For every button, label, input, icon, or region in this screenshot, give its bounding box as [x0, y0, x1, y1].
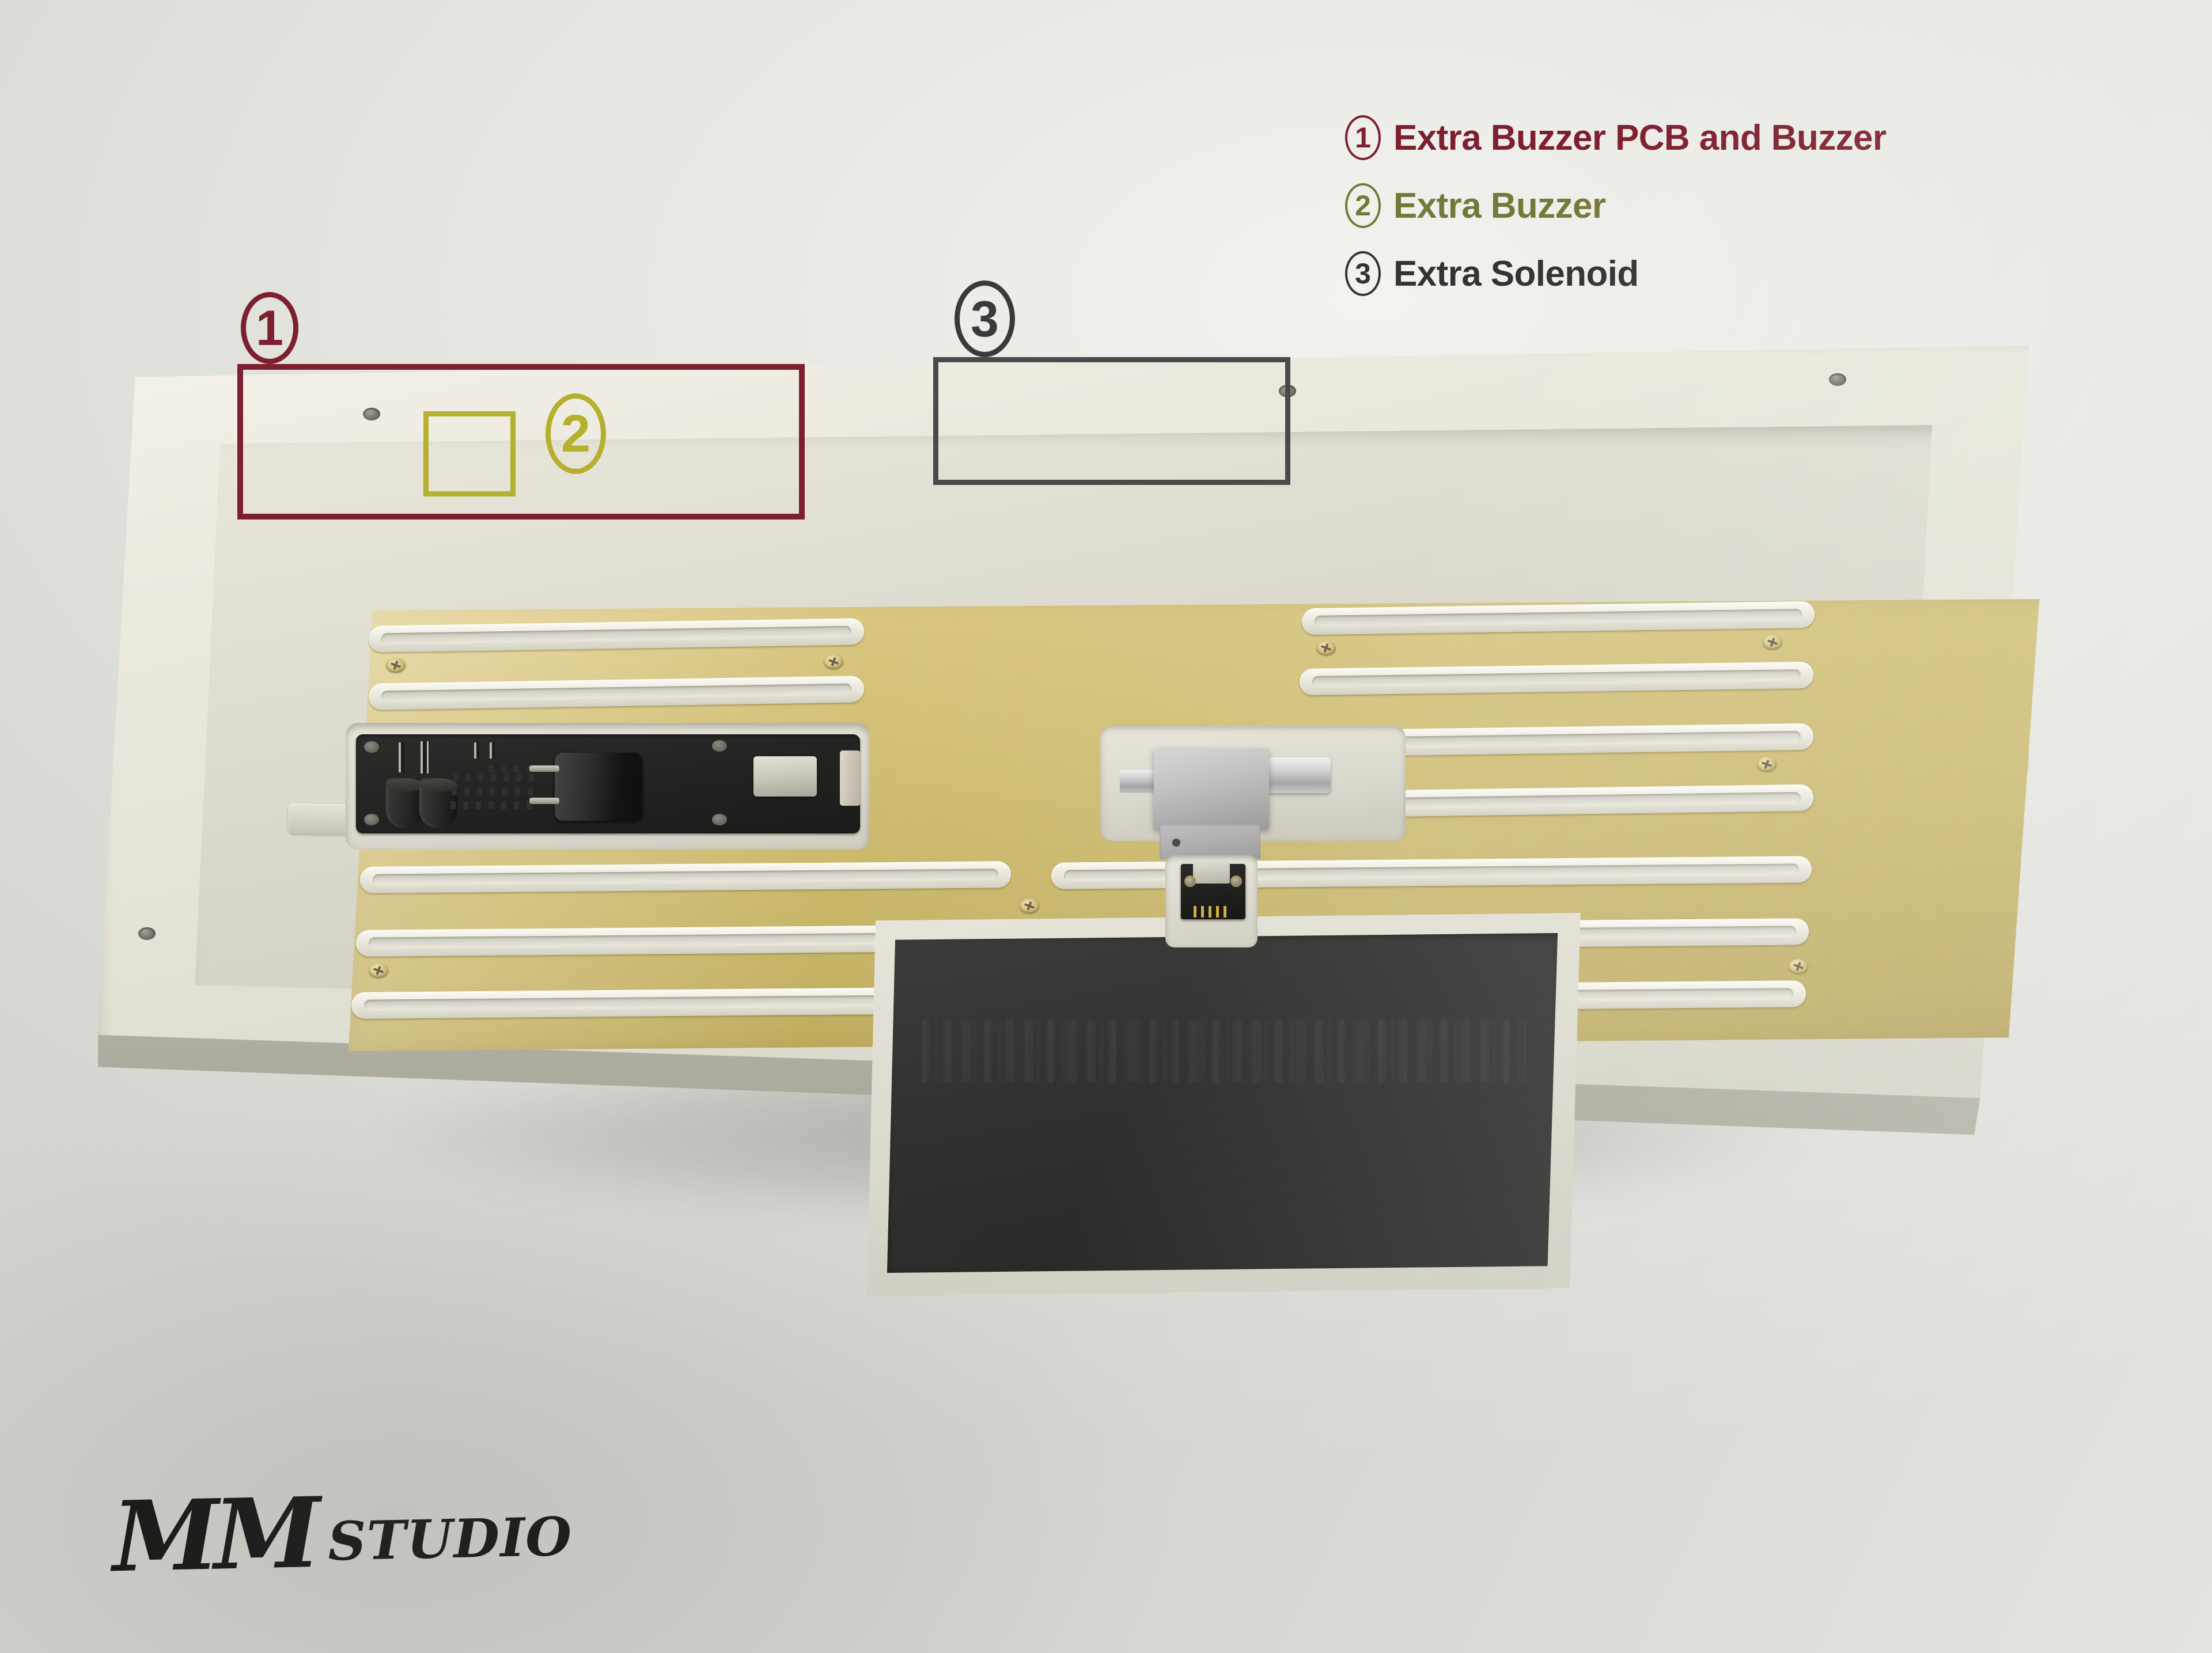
usbc-daughterboard	[1181, 860, 1245, 919]
vent-slot	[1293, 784, 1813, 818]
frame-screw-hole	[1279, 385, 1296, 397]
center-dark-panel	[887, 933, 1558, 1273]
vent-slot	[363, 739, 864, 774]
pcb-pin-header	[474, 742, 479, 759]
plate-screw	[1757, 757, 1777, 772]
buzzer-pcb	[356, 734, 860, 833]
vent-slot	[1046, 980, 1806, 1014]
legend-row-3: 3 Extra Solenoid	[1345, 251, 2036, 296]
plate-screw	[1763, 635, 1782, 650]
annotation-badge-3: 3	[955, 280, 1015, 357]
pcb-mount-hole	[364, 814, 379, 825]
molded-rib	[1584, 805, 1884, 837]
pcb-smd-row	[488, 765, 558, 772]
annotation-box-2	[423, 411, 516, 496]
pcb-capacitor	[419, 778, 457, 828]
plate-screw	[1789, 959, 1808, 974]
frame-screw-hole	[1302, 973, 1319, 986]
vent-slot	[358, 797, 865, 831]
usb-c-connector	[1193, 860, 1230, 884]
legend-label-2: Extra Buzzer	[1393, 185, 1606, 226]
pcb-usb-port	[753, 756, 817, 797]
center-panel-frame	[867, 913, 1581, 1296]
watermark-monogram: MM	[111, 1476, 317, 1594]
vent-slot	[1051, 856, 1812, 889]
frame-screw-hole	[1878, 953, 1895, 966]
legend-row-1: 1 Extra Buzzer PCB and Buzzer	[1345, 115, 2036, 160]
pcb-capacitor	[386, 778, 424, 828]
annotation-badge-1: 1	[241, 292, 298, 364]
vent-slot	[369, 676, 864, 710]
plate-screw	[824, 654, 843, 669]
studio-watermark: MM STUDIO	[111, 1476, 573, 1594]
frame-screw-hole	[363, 408, 380, 420]
legend-label-3: Extra Solenoid	[1393, 253, 1639, 294]
solenoid-plunger-left	[1120, 770, 1161, 793]
pcb-pin-header	[421, 741, 429, 774]
legend-label-1: Extra Buzzer PCB and Buzzer	[1393, 117, 1887, 158]
pcb-smd-row	[453, 774, 539, 782]
plate-screw	[379, 779, 399, 794]
pcb-mount-hole	[712, 740, 727, 752]
frame-screw-hole	[726, 953, 743, 966]
vent-slot	[356, 924, 1007, 957]
molded-rib	[1417, 723, 1855, 754]
pcb-smd-row	[450, 801, 539, 809]
watermark-wordmark: STUDIO	[327, 1505, 573, 1573]
legend-number-1: 1	[1345, 115, 1381, 160]
molded-rib	[674, 813, 881, 847]
molded-rib	[899, 719, 1175, 755]
plate-screw	[1310, 761, 1330, 776]
solenoid-mount-bracket	[1100, 726, 1406, 841]
frame-screw-hole	[138, 927, 156, 940]
usbc-board-well	[1165, 855, 1257, 947]
pcb-smd-row	[452, 787, 539, 795]
vent-slot	[1048, 918, 1809, 951]
chassis-bottom-edge	[98, 1032, 1980, 1135]
frame-screw-hole	[1829, 373, 1846, 386]
molded-rib	[737, 745, 1135, 778]
vent-slot	[369, 618, 864, 653]
solenoid-cable-hole	[1172, 839, 1180, 847]
pcb-mount-hole	[364, 741, 379, 753]
vent-slot	[351, 987, 1002, 1019]
annotation-box-3	[933, 357, 1290, 485]
gold-vent-plate	[349, 599, 2040, 1051]
annotation-badge-2: 2	[546, 393, 606, 474]
panel-etched-text	[922, 1019, 1527, 1083]
plate-screw	[369, 963, 388, 978]
drop-shadow	[132, 1025, 2051, 1267]
solenoid-body	[1154, 749, 1269, 859]
pcb-pin-header	[490, 742, 495, 759]
molded-rib	[1694, 746, 2028, 776]
chassis-frame	[98, 346, 2029, 1098]
plate-screw	[1316, 640, 1336, 655]
solenoid-plunger-right	[1263, 757, 1331, 793]
usbc-gold-pins	[1194, 906, 1229, 918]
pcb-vertical-chip	[840, 750, 860, 806]
plate-screw	[1020, 898, 1039, 913]
plate-screw	[819, 775, 839, 790]
vent-slot	[1300, 661, 1813, 696]
device-assembly	[98, 346, 2056, 1325]
legend-number-3: 3	[1345, 251, 1381, 296]
callout-legend: 1 Extra Buzzer PCB and Buzzer 2 Extra Bu…	[1345, 115, 2036, 319]
chassis-recess	[195, 425, 1933, 1029]
plate-sheen	[349, 599, 2040, 1051]
pcb-pin-header	[399, 742, 404, 772]
plate-screw	[386, 658, 406, 673]
vent-slot	[1296, 723, 1813, 757]
usbc-mount-hole	[1184, 875, 1196, 887]
annotation-box-1	[237, 364, 805, 520]
legend-number-2: 2	[1345, 183, 1381, 228]
pcb-mount-hole	[712, 814, 727, 825]
vent-slot	[1302, 601, 1815, 635]
vent-slot	[360, 861, 1011, 893]
usbc-mount-hole	[1230, 875, 1242, 887]
molded-rib	[288, 803, 657, 840]
buzzer-pcb-well	[346, 723, 870, 850]
legend-row-2: 2 Extra Buzzer	[1345, 183, 2036, 228]
solenoid-coil-housing	[1160, 824, 1260, 859]
buzzer-component	[529, 753, 642, 821]
